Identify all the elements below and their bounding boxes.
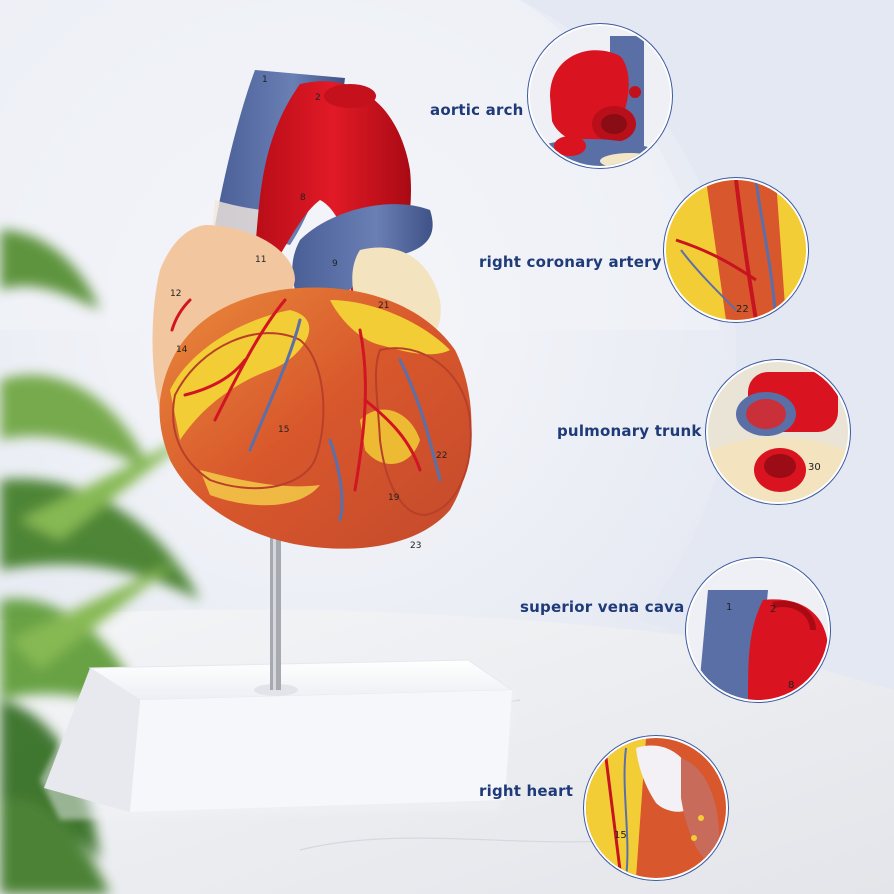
closeup-number-22: 22 xyxy=(736,304,749,315)
aortic-arch-closeup xyxy=(530,26,670,166)
callout-label-pulmonary-trunk: pulmonary trunk xyxy=(557,422,702,440)
callout-circle-right-heart: 15 xyxy=(584,736,728,880)
pulmonary-trunk-closeup: 30 xyxy=(708,362,848,502)
right-heart-closeup: 15 xyxy=(586,738,726,878)
callout-circle-right-coronary-artery: 22 xyxy=(664,178,808,322)
callout-circle-aortic-arch xyxy=(528,24,672,168)
background-arc xyxy=(520,0,894,700)
callout-label-right-coronary-artery: right coronary artery xyxy=(479,253,662,271)
model-number-21: 21 xyxy=(378,301,389,311)
model-number-12: 12 xyxy=(170,289,181,299)
closeup-number-30: 30 xyxy=(808,462,821,473)
model-number-11: 11 xyxy=(255,255,266,265)
closeup-number-15: 15 xyxy=(614,830,627,841)
callout-circle-superior-vena-cava: 1 2 8 xyxy=(686,558,830,702)
model-base xyxy=(40,659,515,820)
closeup-number-8: 8 xyxy=(788,680,794,691)
closeup-number-2: 2 xyxy=(770,604,776,615)
model-number-1: 1 xyxy=(262,75,268,85)
callout-label-right-heart: right heart xyxy=(479,782,574,800)
callout-circle-pulmonary-trunk: 30 xyxy=(706,360,850,504)
callout-label-superior-vena-cava: superior vena cava xyxy=(520,598,685,616)
model-number-8: 8 xyxy=(300,193,306,203)
heart-model: 1 2 8 9 11 12 14 15 19 21 22 23 xyxy=(152,70,472,551)
model-number-2: 2 xyxy=(315,93,321,103)
model-number-19: 19 xyxy=(388,493,400,503)
model-number-22: 22 xyxy=(436,451,447,461)
model-number-9: 9 xyxy=(332,259,338,269)
model-number-15: 15 xyxy=(278,425,289,435)
model-number-23: 23 xyxy=(410,541,421,551)
model-number-14: 14 xyxy=(176,345,188,355)
superior-vena-cava-closeup: 1 2 8 xyxy=(688,560,828,700)
right-coronary-artery-closeup: 22 xyxy=(666,180,806,320)
closeup-number-1: 1 xyxy=(726,602,732,613)
callout-label-aortic-arch: aortic arch xyxy=(430,101,524,119)
